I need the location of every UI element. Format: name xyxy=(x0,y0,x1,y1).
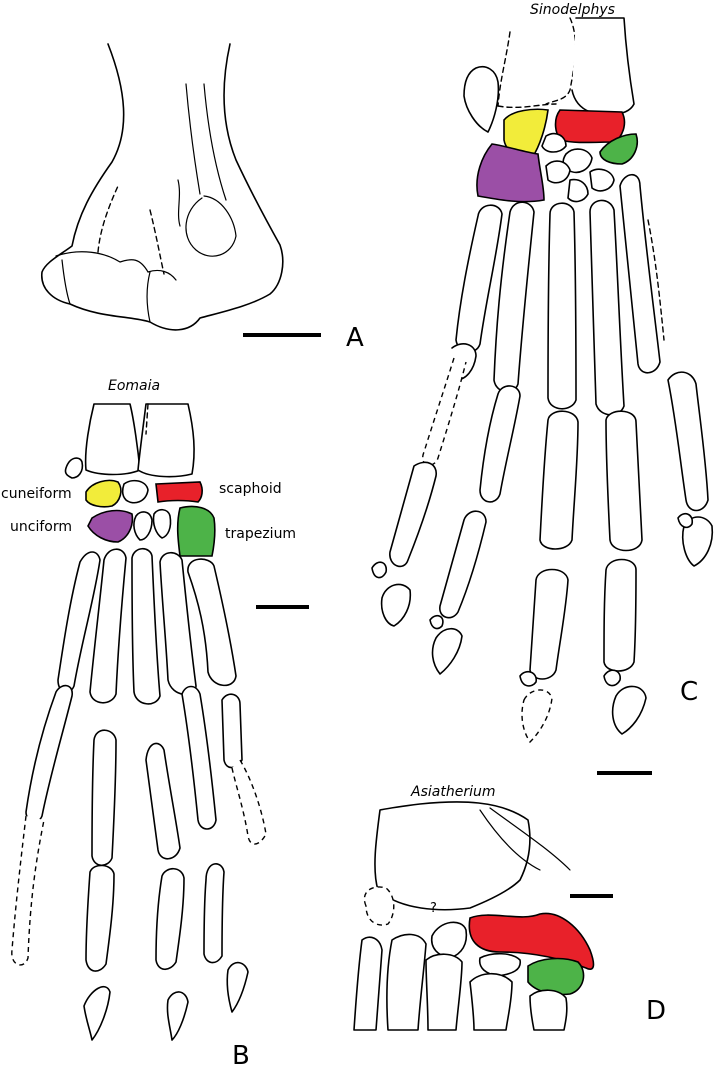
asiatherium-scaphoid-bone xyxy=(468,912,595,970)
panel-c-taxon-name: Sinodelphys xyxy=(530,2,615,18)
eomaia-trapezium-bone xyxy=(176,505,216,557)
asiatherium-trapezium-bone xyxy=(527,957,585,996)
label-cuneiform: cuneiform xyxy=(1,486,72,502)
label-unciform: unciform xyxy=(10,519,72,535)
sinodelphys-unciform-bone xyxy=(476,143,545,203)
panel-c-letter: C xyxy=(680,677,698,707)
panel-a-letter: A xyxy=(346,323,364,353)
panel-b-letter: B xyxy=(232,1041,250,1071)
eomaia-unciform-bone xyxy=(87,509,134,543)
panel-d-taxon-name: Asiatherium xyxy=(410,784,495,800)
panel-d-letter: D xyxy=(646,996,666,1026)
label-trapezium: trapezium xyxy=(225,526,296,542)
unknown-carpal-mark: ? xyxy=(430,901,437,916)
eomaia-scaphoid-bone xyxy=(155,481,203,503)
panel-c-sinodelphys-drawing: Sinodelphys xyxy=(371,2,714,775)
panel-b-taxon-name: Eomaia xyxy=(108,378,160,394)
sinodelphys-trapezium-bone xyxy=(599,133,638,165)
sinodelphys-scaphoid-bone xyxy=(554,109,626,144)
panel-b-eomaia-drawing: Eomaia xyxy=(1,378,309,1071)
eomaia-cuneiform-bone xyxy=(85,479,122,508)
panel-d-asiatherium-drawing: Asiatherium ? D xyxy=(353,784,666,1031)
panel-a-radius-drawing: A xyxy=(41,43,364,353)
label-scaphoid: scaphoid xyxy=(219,481,282,497)
